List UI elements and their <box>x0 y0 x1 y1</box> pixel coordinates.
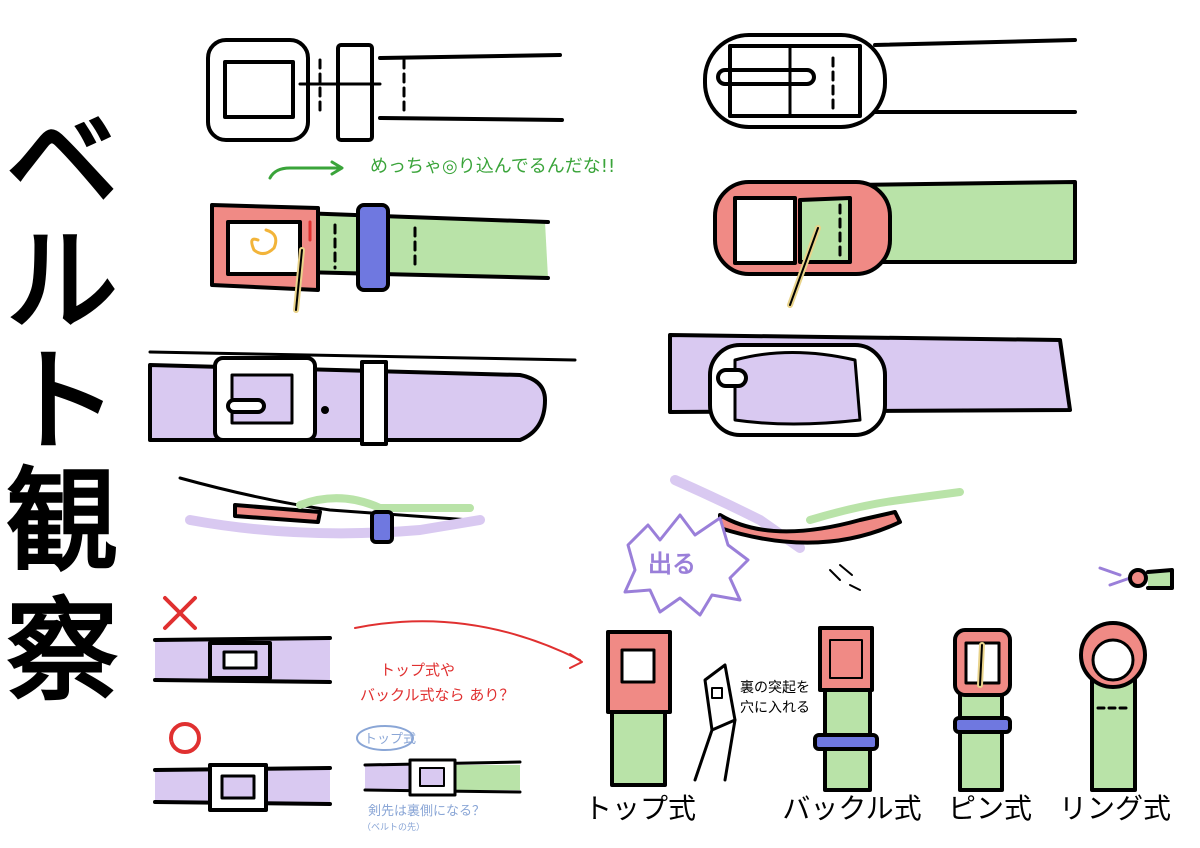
title-char-5: 察 <box>6 587 118 717</box>
type-label-top: トップ式 <box>584 792 696 825</box>
type-label-buckle: バックル式 <box>782 792 921 825</box>
ng-mark: × <box>165 620 166 623</box>
wrap-arrow <box>268 166 342 180</box>
buckle-lavender-left <box>148 350 577 446</box>
title-char-3: ト <box>6 337 118 467</box>
top-tag-label: トップ式 <box>364 732 416 747</box>
pin-note-line1: 裏の突起を <box>740 679 810 696</box>
type-pin <box>953 628 1012 792</box>
vertical-title: ベ ル ト 観 察 <box>6 97 118 717</box>
tip-subnote: （ベルトの先） <box>362 821 425 833</box>
top-ok-note-2: バックル式なら あり？ <box>360 686 514 704</box>
buckle-sketch-outline-right <box>703 33 1077 129</box>
type-label-ring: リング式 <box>1059 792 1171 825</box>
buckle-colored-left <box>210 160 550 313</box>
ok-mark: ○ <box>171 741 172 743</box>
buckle-side-left <box>178 476 485 544</box>
top-ok-note-1: トップ式や <box>380 661 455 679</box>
buckle-side-right <box>670 475 964 553</box>
type-top <box>606 630 672 787</box>
type-label-pin: ピン式 <box>948 792 1032 825</box>
wrap-note: めっちゃ◎り込んでるんだな!! <box>370 156 615 177</box>
pin-note-line2: 穴に入れる <box>740 700 810 716</box>
tip-note: 剣先は裏側になる？ <box>368 804 485 819</box>
top-pin-detail <box>693 663 737 782</box>
buckle-colored-right <box>713 180 1077 308</box>
belt-ok-example <box>153 722 332 812</box>
buckle-lavender-right <box>668 333 1072 437</box>
knot-sketch <box>1098 566 1174 590</box>
buckle-sketch-outline-left <box>206 38 564 142</box>
title-char-2: ル <box>6 217 118 347</box>
spiral-mark <box>250 228 278 255</box>
deru-label: 出る <box>648 550 696 578</box>
title-char-4: 観 <box>6 457 118 587</box>
belt-top-style-example <box>356 725 522 797</box>
belt-ng-example <box>153 596 332 684</box>
type-buckle <box>813 626 879 792</box>
deru-burst <box>623 513 750 617</box>
title-char-1: ベ <box>6 97 118 227</box>
type-ring <box>1079 621 1147 792</box>
